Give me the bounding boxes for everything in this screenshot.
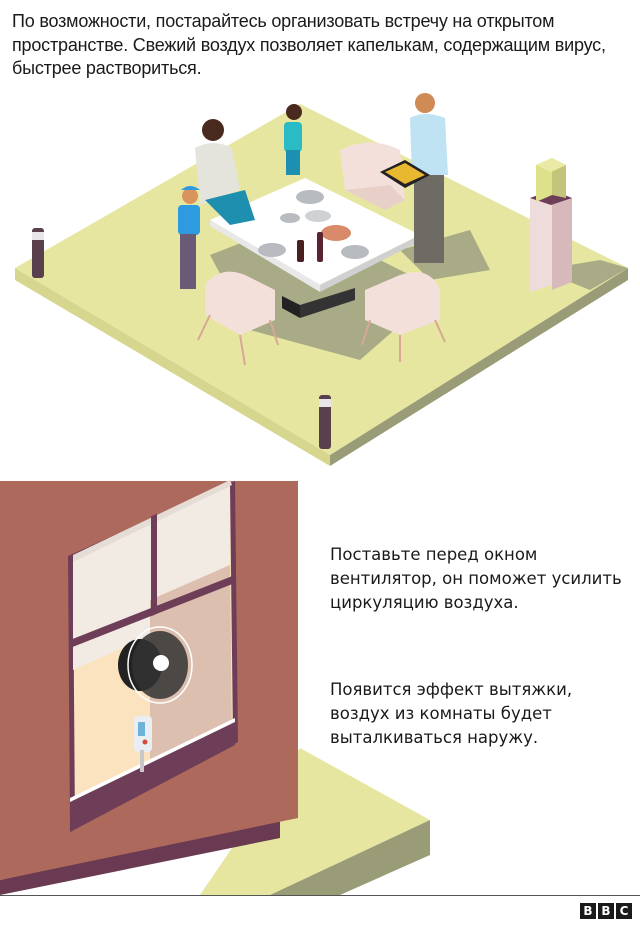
platform-side [15, 268, 330, 466]
dining-table [210, 178, 420, 318]
window-fan-illustration [0, 480, 430, 895]
bollard-front [319, 395, 331, 449]
caption-outdoor-meeting: По возможности, постарайтесь организоват… [12, 11, 606, 78]
bollard-left [32, 228, 44, 278]
caption-exhaust-effect: Появится эффект вытяжки, воздух из комна… [330, 680, 573, 747]
person-boy [178, 186, 200, 289]
chair-front-right [361, 272, 446, 362]
chair-back-right [340, 142, 405, 210]
footer-divider [0, 895, 640, 896]
caption-fan-placement: Поставьте перед окном вентилятор, он пом… [330, 545, 622, 612]
person-man-seated [195, 119, 255, 225]
bbc-logo: B B C [580, 903, 632, 919]
pillar-lamp [530, 158, 572, 292]
person-girl [284, 104, 302, 175]
bbc-logo-letter: B [580, 903, 596, 919]
standing-fan [118, 626, 193, 772]
bbc-logo-letter: C [616, 903, 632, 919]
bbc-logo-letter: B [598, 903, 614, 919]
person-man-serving [380, 93, 448, 263]
chair-front-left [197, 271, 279, 366]
outdoor-terrace-illustration [15, 93, 628, 466]
ground-top [200, 748, 430, 895]
